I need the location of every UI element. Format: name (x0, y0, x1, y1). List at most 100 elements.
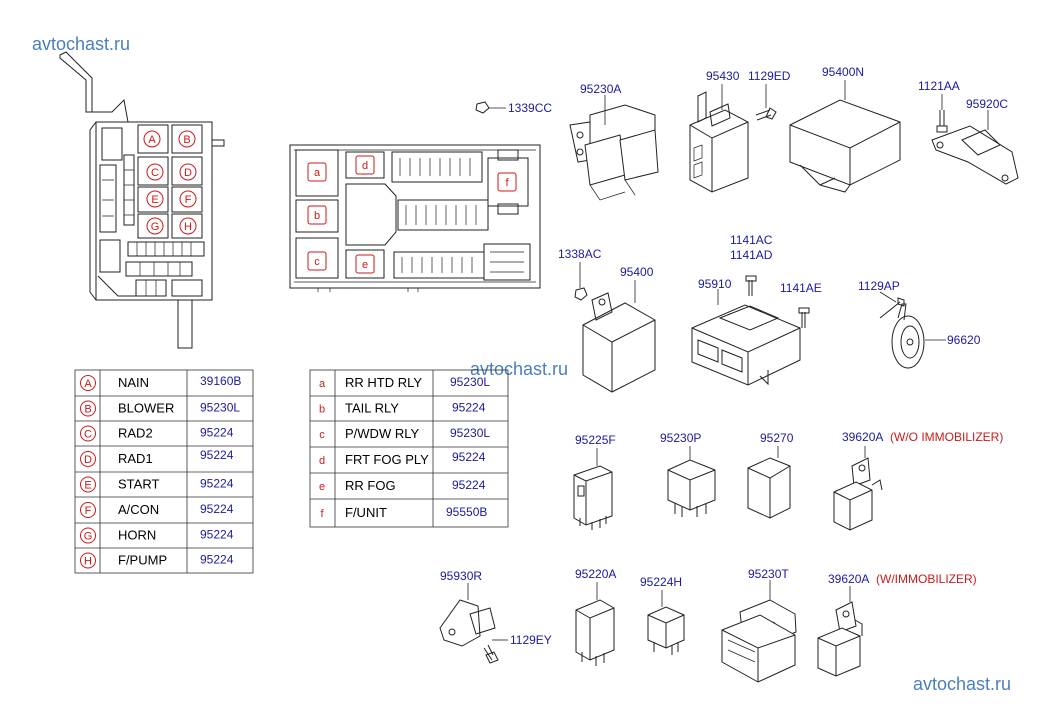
part-95920c: 95920C (966, 97, 1008, 111)
row-key: G (84, 531, 93, 543)
module-95400n (789, 80, 901, 193)
relay-95230a (569, 95, 659, 201)
fuse-label-e: E (151, 194, 158, 206)
nut-1339cc (475, 101, 506, 114)
row-key: B (84, 404, 91, 416)
row-part-number: 95224 (200, 426, 234, 440)
relay-label-b: b (314, 210, 320, 222)
row-part-number: 95224 (452, 450, 486, 464)
row-key: c (319, 429, 325, 441)
part-39620a-wo: 39620A (842, 430, 883, 444)
row-name: NAIN (118, 375, 149, 390)
table-row: A NAIN 39160B (80, 374, 241, 391)
part-1141ac: 1141AC (730, 233, 773, 247)
note-wo-immobilizer: (W/O IMMOBILIZER) (890, 430, 1003, 444)
row-key: d (319, 455, 325, 467)
row-key-marker (80, 552, 96, 569)
relay-box: a b c d e f (289, 144, 541, 292)
module-95400 (582, 280, 656, 393)
row-key: D (84, 454, 92, 466)
row-name: A/CON (118, 502, 159, 517)
relay-label-f: f (505, 177, 509, 189)
row-key: C (84, 429, 92, 441)
row-part-number: 95224 (452, 478, 486, 492)
row-part-number: 39160B (200, 374, 241, 388)
row-name: HORN (118, 528, 156, 543)
part-1339cc: 1339CC (508, 101, 552, 115)
part-96620: 96620 (947, 333, 981, 347)
row-part-number: 95224 (452, 401, 486, 415)
row-key-marker (80, 451, 96, 467)
row-part-number: 95230L (450, 375, 490, 389)
fuse-label-c: C (151, 167, 159, 179)
part-95230t: 95230T (748, 567, 789, 581)
engine-room-junction-box: A B C D E F G H (59, 51, 225, 349)
table-row: G HORN 95224 (80, 527, 234, 544)
row-part-number: 95224 (200, 448, 234, 462)
part-95230a: 95230A (580, 82, 621, 96)
relay-95270 (747, 446, 791, 519)
relay-table-lower (309, 369, 509, 528)
row-key-marker (80, 425, 96, 442)
row-name: TAIL RLY (345, 401, 399, 416)
relay-95220a (575, 582, 615, 666)
part-1141ae: 1141AE (780, 281, 822, 295)
relay-table-upper (74, 369, 254, 574)
row-key: b (319, 404, 325, 416)
part-95224h: 95224H (640, 575, 682, 589)
fuse-label-d: D (184, 167, 192, 179)
part-95930r: 95930R (440, 569, 482, 583)
fuse-label-f: F (185, 194, 192, 206)
relay-95230p (667, 446, 716, 517)
part-95270: 95270 (760, 431, 794, 445)
sensor-95930r (439, 583, 508, 664)
part-95400: 95400 (620, 265, 654, 279)
row-key: A (84, 378, 92, 390)
part-1141ad: 1141AD (730, 248, 773, 262)
module-95910 (691, 289, 801, 386)
table-row: b TAIL RLY 95224 (319, 401, 486, 416)
relay-95225f (573, 448, 613, 530)
part-1121aa: 1121AA (918, 79, 960, 93)
bolt-1129ap (879, 291, 905, 319)
row-key: a (319, 378, 326, 390)
row-key: H (84, 556, 92, 568)
fuse-label-a: A (148, 134, 156, 146)
part-95430: 95430 (706, 69, 740, 83)
watermark-bottom-right: avtochast.ru (913, 674, 1011, 694)
immobilizer-relay-39620a-wo (833, 446, 883, 531)
row-name: F/UNIT (345, 505, 387, 520)
part-1129ey: 1129EY (510, 633, 552, 647)
row-key-marker (80, 400, 96, 417)
part-95230p: 95230P (660, 431, 701, 445)
immobilizer-relay-39620a-w (817, 586, 863, 677)
bolt-1129ed (755, 84, 777, 121)
row-part-number: 95230L (450, 426, 490, 440)
row-key-marker (80, 476, 96, 493)
relay-95224h (647, 590, 685, 655)
relay-95230t (721, 580, 797, 683)
relay-label-e: e (362, 259, 368, 271)
part-95225f: 95225F (575, 433, 616, 447)
horn-96620 (891, 303, 946, 369)
row-name: F/PUMP (118, 553, 167, 568)
row-part-number: 95224 (200, 528, 234, 542)
row-name: RR FOG (345, 478, 396, 493)
row-key-marker (80, 527, 96, 544)
part-1129ed: 1129ED (748, 69, 791, 83)
part-1338ac: 1338AC (558, 247, 602, 261)
row-key-marker (80, 375, 96, 391)
